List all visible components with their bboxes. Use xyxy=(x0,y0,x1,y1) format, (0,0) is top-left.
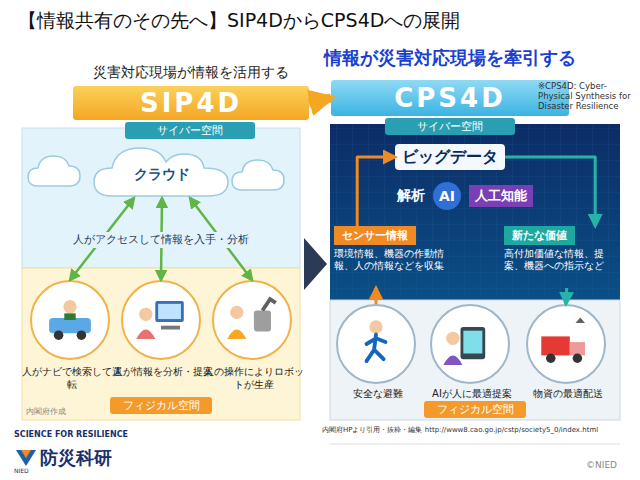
analysis-group: 解析 AI 人工知能 xyxy=(385,180,545,212)
circle-illustration xyxy=(123,282,199,358)
box-body: 高付加価値な情報、提案、機器への指示など xyxy=(504,248,618,273)
ai-text: 人工知能 xyxy=(469,185,533,207)
right-physical-panel xyxy=(330,300,620,420)
person-illustration xyxy=(214,282,290,358)
example-circle: 人の操作によりロボットが生産 xyxy=(212,280,292,360)
ai-badge: AI xyxy=(433,182,461,210)
example-circle: 安全な避難 xyxy=(336,304,416,384)
circle-caption: 人の操作によりロボットが生産 xyxy=(202,366,306,391)
transition-chevron xyxy=(304,238,327,290)
left-cyber-panel xyxy=(22,128,300,268)
person-illustration xyxy=(528,306,604,382)
flow-arrow xyxy=(309,98,331,103)
circle-caption: 安全な避難 xyxy=(326,388,430,401)
right-cyber-panel xyxy=(330,124,620,300)
logo-name: 防災科研 xyxy=(40,446,112,470)
credit: 内閣府作成 xyxy=(26,406,66,417)
bigdata-box: ビッグデータ xyxy=(395,144,505,170)
circle-caption: 人がナビで検索して運転 xyxy=(20,366,124,391)
note-text: 人がアクセスして情報を入手・分析 xyxy=(58,232,264,248)
circle-caption: 人が情報を分析・提案 xyxy=(111,366,215,379)
logo-abbr: NIED xyxy=(14,467,29,474)
tab-text: サイバー空間 xyxy=(417,119,483,134)
tab-text: フィジカル空間 xyxy=(437,402,514,417)
logo-tagline: SCIENCE FOR RESILIENCE xyxy=(14,430,128,439)
flow-arrow xyxy=(375,288,378,304)
system-name: CPS4D xyxy=(394,83,506,113)
box-body: 環境情報、機器の作動情報、人の情報などを収集 xyxy=(334,248,450,273)
page-title: 【情報共有のその先へ】SIP4DからCPS4Dへの展開 xyxy=(18,8,460,34)
circle-caption: AIが人に最適提案 xyxy=(420,388,524,401)
flow-arrow xyxy=(70,198,134,280)
flow-arrow xyxy=(565,288,569,304)
box-heading: センサー情報 xyxy=(334,226,416,245)
footer-rule xyxy=(330,444,620,445)
circle-illustration xyxy=(528,306,604,382)
cloud-text: クラウド xyxy=(134,166,190,184)
circle-caption: 物資の最適配送 xyxy=(516,388,620,401)
cloud-node: クラウド xyxy=(92,146,232,198)
right-cyber-grid xyxy=(330,124,620,300)
example-circle: AIが人に最適提案 xyxy=(430,304,510,384)
example-circle: 人がナビで検索して運転 xyxy=(30,280,110,360)
person-illustration xyxy=(32,282,108,358)
value-box: 新たな価値高付加価値な情報、提案、機器への指示など xyxy=(504,226,618,288)
sensor-box: センサー情報環境情報、機器の作動情報、人の情報などを収集 xyxy=(334,226,450,288)
example-circle: 人が情報を分析・提案 xyxy=(121,280,201,360)
footnote: ※CPS4D: Cyber-Physical Synthesis for Dis… xyxy=(538,82,636,111)
cps4d-box: 情報が災害対応現場を牽引するCPS4D xyxy=(331,80,569,116)
section-heading: 情報が災害対応現場を牽引する xyxy=(261,46,639,70)
circle-illustration xyxy=(432,306,508,382)
flow-arrow xyxy=(357,157,395,226)
circle-illustration xyxy=(338,306,414,382)
sip4d-box: 災害対応現場が情報を活用するSIP4D xyxy=(73,86,309,120)
flow-arrow xyxy=(190,198,252,280)
flow-arrow xyxy=(505,157,595,226)
example-circle: 物資の最適配送 xyxy=(526,304,606,384)
tab-text: フィジカル空間 xyxy=(123,398,200,413)
analysis-text: 解析 xyxy=(397,187,425,205)
space-tab: フィジカル空間 xyxy=(424,401,526,418)
left-physical-panel xyxy=(22,268,300,420)
space-tab: フィジカル空間 xyxy=(110,397,212,414)
person-illustration xyxy=(432,306,508,382)
tab-text: サイバー空間 xyxy=(157,123,223,138)
box-heading: 新たな価値 xyxy=(504,226,575,245)
nied-logo-icon xyxy=(16,450,36,466)
section-heading: 災害対応現場が情報を活用する xyxy=(3,64,379,82)
flow-arrow xyxy=(161,198,162,280)
bigdata-text: ビッグデータ xyxy=(402,147,498,168)
person-illustration xyxy=(123,282,199,358)
copyright: ©NIED xyxy=(586,460,617,470)
space-tab: サイバー空間 xyxy=(125,122,255,139)
circle-illustration xyxy=(214,282,290,358)
circle-illustration xyxy=(32,282,108,358)
person-illustration xyxy=(338,306,414,382)
space-tab: サイバー空間 xyxy=(385,118,515,135)
system-name: SIP4D xyxy=(140,88,242,118)
source-caption: 内閣府HPより引用・抜粋・編集 http://www8.cao.go.jp/cs… xyxy=(322,426,622,434)
